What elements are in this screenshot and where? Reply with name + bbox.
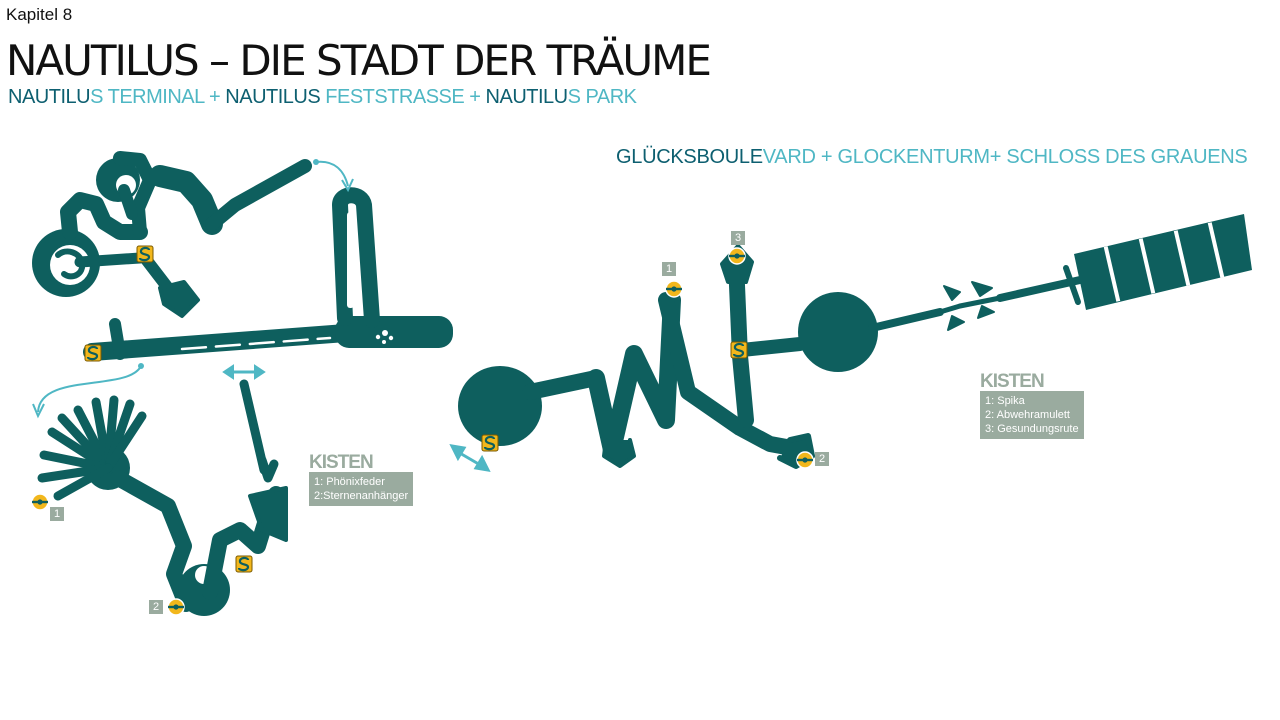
legend-item: 2:Sternenanhänger [314, 490, 409, 502]
chest-icon [728, 247, 746, 265]
subtitle-right: GLÜCKSBOULEVARD + GLOCKENTURM+ SCHLOSS D… [616, 146, 1248, 169]
subtitle-part: S PARK [567, 86, 637, 108]
connection-arrow-icon [37, 365, 142, 413]
save-point-icon [729, 340, 749, 360]
connection-arrows-right [449, 444, 491, 472]
legend-item: 2: Abwehramulett [985, 409, 1070, 421]
connection-arrow-icon [254, 364, 266, 380]
connection-arrow-icon [341, 178, 354, 193]
chest-icon [665, 280, 683, 298]
save-point-icon [135, 244, 155, 264]
chest-tag-right-1: 1 [662, 262, 676, 276]
chest-tag-right-2: 2 [815, 452, 829, 466]
connection-arrow-icon [473, 454, 491, 472]
connection-arrows-left [32, 159, 354, 419]
subtitle-part: GLÜCKSBOULE [616, 146, 763, 168]
legend-right: KISTEN 1: Spika 2: Abwehramulett 3: Gesu… [980, 371, 1084, 439]
legend-box: 1: Spika 2: Abwehramulett 3: Gesundungsr… [980, 391, 1084, 439]
chest-icon [31, 493, 49, 511]
save-point-icon [83, 343, 103, 363]
subtitle-part: S TERMINAL + [90, 86, 226, 108]
legend-item: 1: Spika [985, 395, 1025, 407]
subtitle-part: VARD + GLOCKENTURM+ SCHLOSS DES GRAUENS [762, 146, 1248, 168]
legend-item: 1: Phönixfeder [314, 476, 385, 488]
subtitle-part: NAUTILUS [225, 86, 326, 108]
connection-arrow-icon [315, 160, 349, 187]
save-point-icon [234, 554, 254, 574]
map-nautilus-left [32, 151, 453, 616]
page-title: NAUTILUS – DIE STADT DER TRÄUME [6, 36, 712, 85]
chest-tag-left-1: 1 [50, 507, 64, 521]
chest-tag-left-2: 2 [149, 600, 163, 614]
chest-tag-right-3: 3 [731, 231, 745, 245]
save-point-icon [480, 433, 500, 453]
subtitle-part: NAUTILU [8, 86, 91, 108]
chapter-label: Kapitel 8 [6, 5, 73, 24]
chest-icon [167, 598, 185, 616]
subtitle-part: NAUTILU [485, 86, 569, 108]
legend-title: KISTEN [309, 452, 374, 473]
legend-box: 1: Phönixfeder 2:Sternenanhänger [309, 472, 414, 506]
connection-arrow-icon [449, 444, 467, 462]
legend-left: KISTEN 1: Phönixfeder 2:Sternenanhänger [309, 452, 414, 506]
connection-arrow-icon [32, 403, 45, 419]
connection-arrow-icon [222, 364, 234, 380]
chest-icon [796, 451, 814, 469]
subtitle-left: NAUTILUS TERMINAL + NAUTILUS FESTSTRASSE… [8, 86, 637, 109]
subtitle-part: FESTSTRASSE + [325, 86, 486, 108]
legend-title: KISTEN [980, 371, 1045, 392]
legend-item: 3: Gesundungsrute [985, 423, 1079, 435]
map-gluecksboulevard-right [458, 214, 1252, 469]
